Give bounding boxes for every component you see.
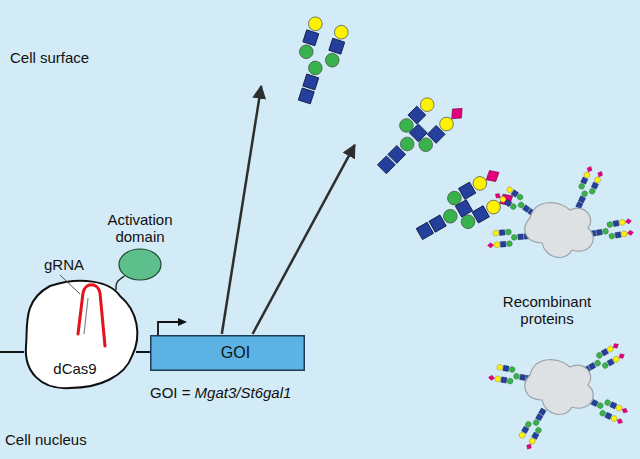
dcas9-protein: dCas9	[20, 276, 142, 392]
grna-label: gRNA	[44, 256, 84, 273]
goi-box: GOI	[150, 335, 321, 371]
recombinant-protein	[488, 342, 629, 451]
glycan	[486, 227, 530, 248]
recombinant-protein	[486, 165, 634, 257]
activation-domain-shape	[118, 248, 162, 281]
dcas9-label: dCas9	[20, 360, 130, 377]
glycan	[367, 84, 466, 183]
glycan	[285, 15, 350, 108]
nucleus-region: Activation domain dCas9 GOI Cell nucleus	[0, 195, 375, 459]
glycan	[589, 218, 634, 243]
promoter-arrow	[158, 322, 180, 336]
expression-arrow	[253, 145, 355, 334]
glycan	[409, 166, 516, 251]
expression-arrow	[222, 86, 261, 334]
glycan	[515, 405, 552, 451]
promoter-arrowhead	[178, 318, 187, 326]
cell-surface-label: Cell surface	[10, 49, 89, 66]
recombinant-proteins-label: Recombinant proteins	[492, 293, 602, 328]
cell-nucleus-label: Cell nucleus	[5, 431, 87, 448]
activation-domain-label: Activation domain	[95, 211, 185, 246]
linker-line	[116, 276, 124, 290]
activation-domain: Activation domain	[118, 248, 162, 281]
goi-definition-label: GOI = Mgat3/St6gal1	[150, 384, 291, 401]
glycan	[570, 165, 604, 211]
goi-label: GOI	[150, 344, 321, 362]
